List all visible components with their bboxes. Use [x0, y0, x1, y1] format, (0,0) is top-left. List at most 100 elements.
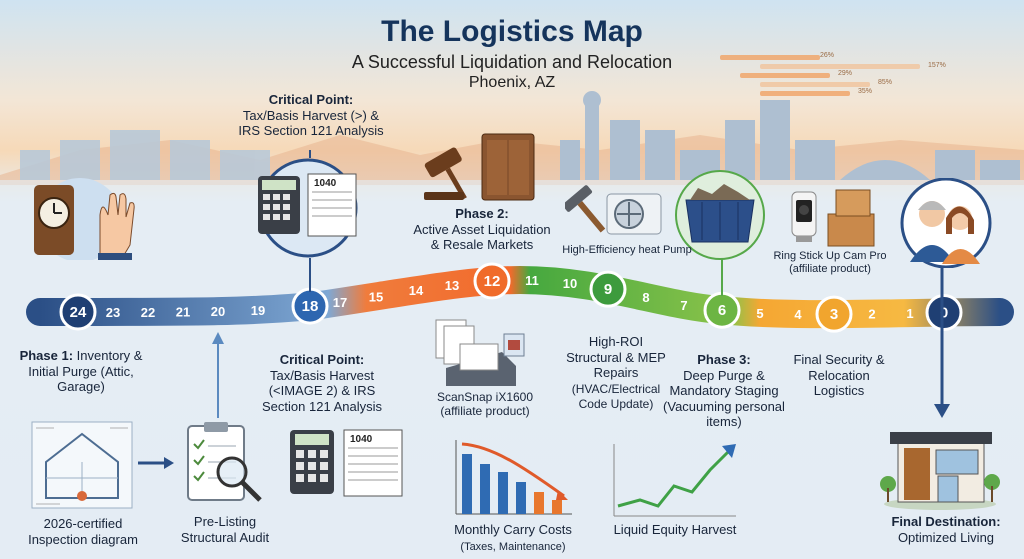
final-destination-sub: Optimized Living: [897, 529, 995, 545]
timeline-step-label: 3: [830, 306, 838, 323]
critical-point-bottom: Critical Point: Tax/Basis Harvest (<IMAG…: [252, 352, 392, 414]
timeline-step-23: 23: [106, 305, 120, 320]
page-subtitle: A Successful Liquidation and Relocation: [351, 52, 673, 72]
final-destination-title: Final Destination:: [891, 514, 1001, 529]
timeline-step-20: 20: [211, 304, 225, 319]
timeline-step-label: 0: [940, 304, 948, 321]
mini-stat-1: 26%: [820, 52, 835, 59]
high-roi-title: High-ROI Structural & MEP Repairs: [566, 334, 666, 381]
critical-point-top: Critical Point: Tax/Basis Harvest (>) & …: [238, 92, 384, 139]
timeline-step-label: 22: [141, 305, 155, 320]
carry-cost-label: Monthly Carry Costs (Taxes, Maintenance): [438, 522, 588, 554]
phase-3-callout: Phase 3: Deep Purge & Mandatory Staging …: [662, 352, 786, 430]
equity-label: Liquid Equity Harvest: [613, 522, 737, 537]
couple-portrait: [900, 178, 992, 268]
timeline-step-14: 14: [409, 283, 424, 298]
timeline-step-1: 1: [906, 306, 913, 321]
timeline-step-17: 17: [333, 295, 347, 310]
timeline-step-label: 9: [604, 281, 612, 298]
form-1040-label-top: 1040: [314, 178, 337, 189]
timeline-step-label: 11: [525, 273, 539, 288]
critical-point-bottom-title: Critical Point:: [279, 352, 365, 367]
critical-point-top-body: Tax/Basis Harvest (>) & IRS Section 121 …: [238, 107, 384, 139]
equity-chart: [613, 444, 736, 517]
tax-calculator-bottom: 1040: [290, 429, 403, 497]
timeline-step-2: 2: [868, 307, 875, 322]
gavel-armoire-illustration: [424, 133, 535, 201]
high-roi-body: (HVAC/Electrical Code Update): [571, 381, 661, 412]
phase-3-body: Deep Purge & Mandatory Staging (Vacuumin…: [663, 367, 785, 430]
critical-point-top-title: Critical Point:: [268, 92, 354, 107]
phase-2-body: Active Asset Liquidation & Resale Market…: [413, 221, 551, 253]
timeline-step-4: 4: [794, 307, 802, 322]
timeline-step-label: 4: [794, 307, 802, 322]
timeline-step-22: 22: [141, 305, 155, 320]
phase-2-title: Phase 2:: [455, 206, 509, 221]
scanner-illustration: [435, 319, 525, 386]
timeline-step-label: 18: [302, 298, 319, 315]
page-location: Phoenix, AZ: [468, 74, 556, 91]
timeline-step-7: 7: [680, 298, 687, 313]
timeline-step-9: 9: [589, 270, 627, 308]
timeline-step-label: 2: [868, 307, 875, 322]
scansnap-label: ScanSnap iX1600 (affiliate product): [436, 390, 534, 419]
heat-pump-label: High-Efficiency heat Pump: [562, 244, 692, 256]
timeline-step-label: 19: [251, 303, 265, 318]
timeline-step-label: 1: [906, 306, 913, 321]
carry-cost-chart: [455, 440, 572, 515]
timeline-step-13: 13: [445, 278, 459, 293]
carry-cost-title: Monthly Carry Costs: [454, 522, 572, 537]
mini-stat-5: 35%: [858, 88, 873, 95]
ring-cam-label: Ring Stick Up Cam Pro (affiliate product…: [773, 250, 887, 276]
timeline-step-label: 15: [369, 289, 383, 304]
timeline-step-5: 5: [756, 306, 763, 321]
high-roi-callout: High-ROI Structural & MEP Repairs (HVAC/…: [562, 334, 670, 412]
phase-2-callout: Phase 2: Active Asset Liquidation & Resa…: [412, 206, 552, 253]
timeline-step-label: 23: [106, 305, 120, 320]
mini-stat-3: 29%: [838, 70, 853, 77]
phase-3-title: Phase 3:: [697, 352, 751, 367]
timeline-step-label: 7: [680, 298, 687, 313]
hammer-heatpump-illustration: [565, 185, 662, 235]
inspection-diagram: [31, 421, 133, 509]
critical-point-bottom-body: Tax/Basis Harvest (<IMAGE 2) & IRS Secti…: [262, 367, 382, 414]
timeline-step-21: 21: [176, 305, 190, 320]
page-title: The Logistics Map: [381, 15, 643, 48]
timeline-step-11: 11: [525, 273, 539, 288]
audit-clipboard: [187, 422, 262, 502]
timeline-step-label: 24: [70, 304, 87, 321]
final-destination-label: Final Destination: Optimized Living: [876, 514, 1016, 545]
timeline-step-15: 15: [369, 289, 383, 304]
timeline-step-label: 14: [409, 283, 424, 298]
phase-1-title: Phase 1:: [19, 348, 74, 363]
timeline-step-label: 10: [563, 276, 577, 291]
audit-label: Pre-Listing Structural Audit: [180, 514, 270, 545]
mini-stat-2: 157%: [928, 62, 946, 69]
flow-arrow: [138, 457, 174, 469]
modern-house-illustration: [880, 432, 1000, 510]
phase-1-body: Inventory & Initial Purge (Attic, Garage…: [28, 348, 143, 395]
timeline-step-label: 8: [642, 290, 649, 305]
mini-stat-4: 85%: [878, 79, 893, 86]
timeline-step-0: 0: [925, 293, 963, 331]
inspection-label: 2026-certified Inspection diagram: [28, 516, 138, 547]
clock-hand-illustration: [34, 178, 135, 260]
timeline-step-label: 13: [445, 278, 459, 293]
timeline-step-label: 20: [211, 304, 225, 319]
carry-cost-sub: (Taxes, Maintenance): [460, 540, 566, 553]
timeline-step-8: 8: [642, 290, 649, 305]
phase-1-callout: Phase 1: Inventory & Initial Purge (Atti…: [16, 348, 146, 395]
timeline-step-12: 12: [473, 262, 511, 300]
timeline-step-label: 17: [333, 295, 347, 310]
timeline-step-10: 10: [563, 276, 577, 291]
timeline-step-3: 3: [815, 295, 853, 333]
camera-boxes-illustration: [791, 189, 875, 247]
timeline-step-label: 12: [484, 273, 501, 290]
timeline-step-label: 6: [718, 302, 726, 319]
timeline-step-24: 24: [59, 293, 97, 331]
timeline-step-label: 5: [756, 306, 763, 321]
timeline-step-19: 19: [251, 303, 265, 318]
timeline-step-label: 21: [176, 305, 190, 320]
